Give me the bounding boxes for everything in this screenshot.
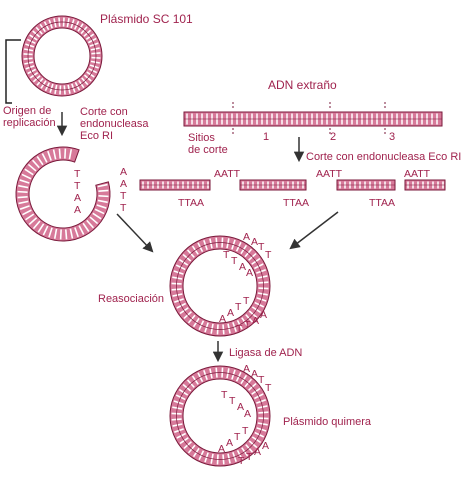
svg-text:A: A [226,437,233,449]
frag-top-2: AATT [316,168,343,180]
chimera-plasmid [169,365,271,467]
base-T2: T [74,180,81,192]
origin-label-2: replicación [3,117,56,129]
svg-text:T: T [234,431,241,443]
origin-label-1: Origen de [3,105,51,117]
ligase-label: Ligasa de ADN [229,347,302,359]
svg-text:A: A [251,368,258,380]
base-A3: A [120,166,127,178]
sites-label-2: de corte [188,144,228,156]
plasmid-left-sticky: T T A A [74,168,81,216]
reassociated-plasmid [169,235,271,337]
base-T4: T [120,202,127,214]
frag-top-3: AATT [404,168,431,180]
svg-text:T: T [258,241,265,253]
cut1-label-3: Eco RI [80,130,113,142]
svg-text:T: T [246,451,253,463]
plasmid-title: Plásmido SC 101 [100,12,193,26]
svg-text:T: T [242,425,249,437]
svg-text:A: A [219,313,226,325]
base-T1: T [74,168,81,180]
svg-text:T: T [244,319,251,331]
base-T3: T [120,190,127,202]
frag-top-1: AATT [214,168,241,180]
sites-label-1: Sitios [188,132,215,144]
base-A1: A [74,192,81,204]
svg-text:A: A [254,446,261,458]
svg-text:T: T [223,249,230,261]
svg-text:T: T [229,395,236,407]
frag-bot-2: TTAA [283,197,309,209]
svg-text:T: T [236,323,243,335]
svg-text:T: T [235,301,242,313]
opened-plasmid [15,146,111,242]
base-A2: A [74,204,81,216]
arrow-plasmid-to-reassoc [116,213,154,253]
site-3: 3 [389,131,395,143]
svg-text:A: A [243,231,250,243]
reassoc-label: Reasociación [98,293,164,305]
svg-text:T: T [258,374,265,386]
svg-text:A: A [251,236,258,248]
plasmid-right-sticky: A A T T [120,166,127,214]
svg-text:A: A [262,440,269,452]
foreign-dna-strand [183,102,443,136]
svg-text:T: T [238,455,245,467]
site-2: 2 [330,131,336,143]
svg-text:A: A [260,309,267,321]
svg-text:A: A [237,401,244,413]
cut1-label-1: Corte con [80,106,128,118]
fragment-labels: AATT AATT AATT TTAA TTAA TTAA [178,168,431,209]
svg-text:T: T [231,255,238,267]
svg-text:T: T [221,389,228,401]
cut1-label-2: endonucleasa [80,118,149,130]
arrow-fragment-to-reassoc [289,211,339,250]
svg-text:T: T [243,295,250,307]
svg-text:A: A [227,307,234,319]
cut2-label: Corte con endonucleasa Eco RI [306,151,461,163]
site-1: 1 [263,131,269,143]
origin-bracket [5,39,21,104]
svg-text:T: T [265,249,272,261]
frag-bot-1: TTAA [178,197,204,209]
foreign-dna-title: ADN extraño [268,78,337,92]
dna-fragments [139,179,446,191]
chimera-label: Plásmido quimera [283,416,372,428]
svg-text:A: A [246,267,253,279]
plasmid-sc101 [21,15,103,97]
svg-text:A: A [243,363,250,375]
svg-text:A: A [252,315,259,327]
svg-text:A: A [244,408,251,420]
base-A4: A [120,178,127,190]
svg-text:T: T [265,382,272,394]
frag-bot-3: TTAA [369,197,395,209]
svg-text:A: A [239,261,246,273]
svg-text:A: A [218,443,225,455]
